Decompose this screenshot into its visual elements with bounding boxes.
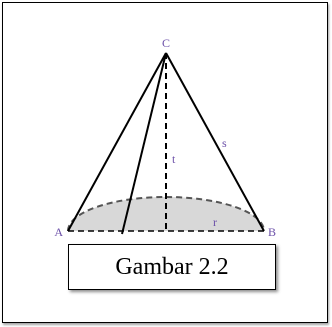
slant-edge-ca	[67, 52, 167, 232]
figure-caption: Gambar 2.2	[68, 244, 276, 290]
label-apex-c: C	[162, 36, 170, 50]
slant-edge-inner	[121, 52, 167, 235]
label-slant-s: s	[222, 136, 227, 150]
label-point-b: B	[268, 225, 276, 239]
label-radius-r: r	[213, 215, 217, 229]
label-height-t: t	[172, 152, 176, 166]
slant-edge-cb	[165, 52, 265, 232]
label-point-a: A	[54, 225, 63, 239]
